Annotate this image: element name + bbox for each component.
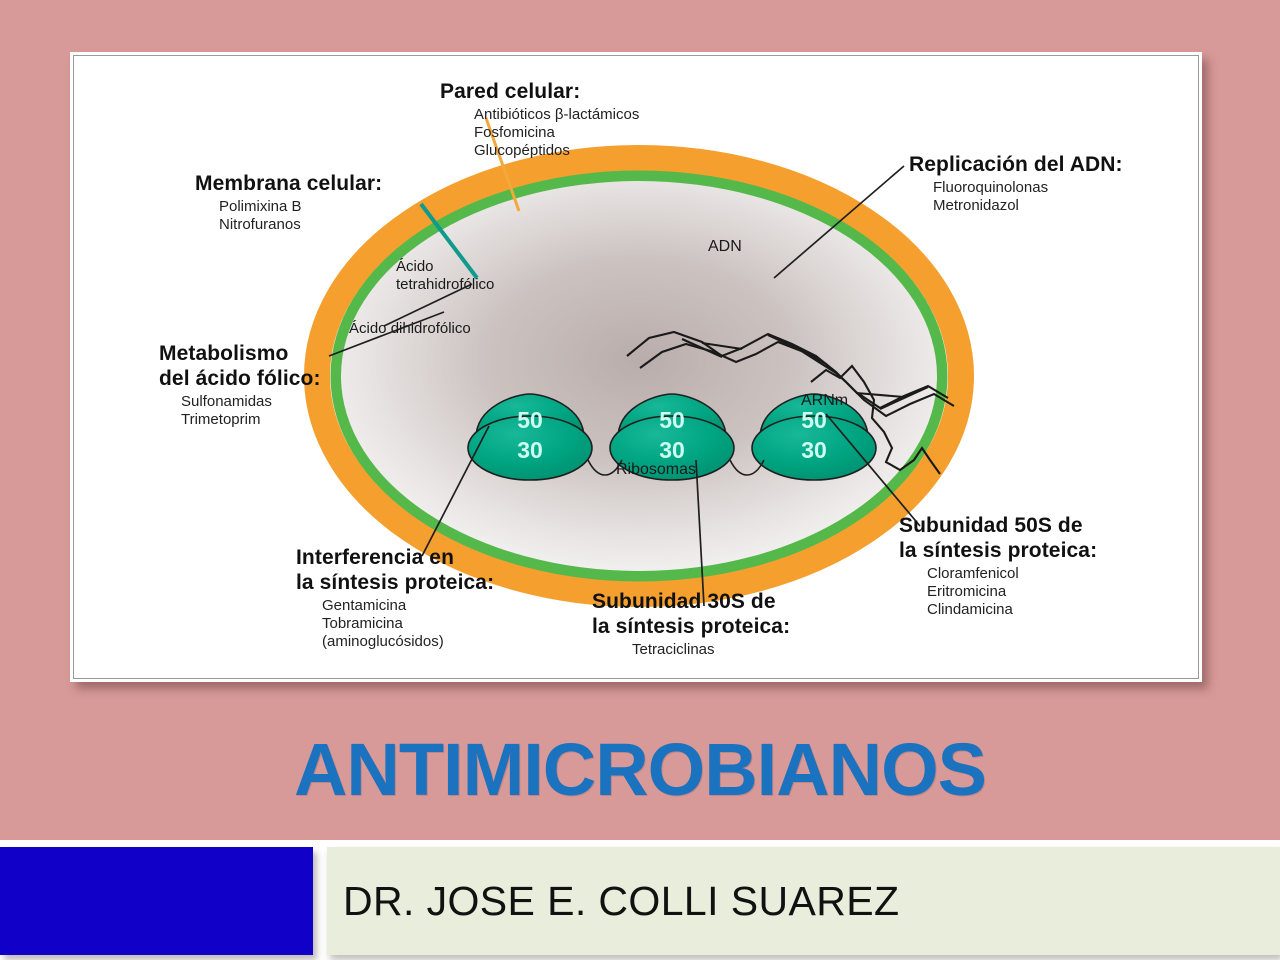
label-arnm: ARNm: [801, 392, 849, 409]
callout-heading: Membrana celular:: [195, 172, 383, 195]
footer-subtitle-box: DR. JOSE E. COLLI SUAREZ: [327, 847, 1280, 955]
cell-wall-ring: [304, 145, 974, 607]
ribosome-labels: 50 30 50 30 50 30: [517, 407, 827, 463]
leader-lines: [419, 117, 521, 280]
leader-dihidrofolico: [383, 283, 473, 327]
mrna-strand: [810, 364, 941, 475]
bacterial-cell-diagram: 50 30 50 30 50 30: [304, 117, 974, 607]
callout-membrana-celular: Membrana celular: Polimixina B Nitrofura…: [195, 171, 382, 234]
callout-items: Polimixina B Nitrofuranos: [219, 198, 302, 233]
callout-items: Antibióticos β-lactámicos Fosfomicina Gl…: [474, 106, 640, 159]
callout-heading-line2: la síntesis proteica:: [592, 615, 791, 638]
label-adn: ADN: [708, 238, 742, 255]
callout-heading-line2: la síntesis proteica:: [899, 539, 1098, 562]
callout-metabolismo-folico: Metabolismo del ácido fólico: Sulfonamid…: [159, 341, 321, 429]
page-title: ANTIMICROBIANOS: [293, 728, 987, 811]
diagram-figure-inner: 50 30 50 30 50 30: [73, 55, 1199, 679]
callout-replicacion-adn: Replicación del ADN: Fluoroquinolonas Me…: [909, 152, 1123, 215]
svg-text:50: 50: [517, 407, 543, 433]
ribosome-small-subunit: [751, 415, 877, 481]
callout-subunidad-50s: Subunidad 50S de la síntesis proteica: C…: [899, 513, 1097, 619]
svg-text:30: 30: [517, 437, 543, 463]
callout-items: Sulfonamidas Trimetoprim: [181, 393, 272, 428]
callout-heading-line2: la síntesis proteica:: [296, 571, 495, 594]
diagram-figure-frame: 50 30 50 30 50 30: [70, 52, 1202, 682]
leader-interferencia: [421, 425, 490, 557]
ribosome-small-subunit: [609, 415, 735, 481]
leader-pared-celular: [484, 117, 521, 212]
footer-accent-block: [0, 847, 313, 955]
svg-text:30: 30: [659, 437, 685, 463]
callout-heading-line1: Subunidad 30S de: [592, 590, 776, 613]
leader-replicacion-adn: [773, 165, 905, 279]
callout-items: Cloramfenicol Eritromicina Clindamicina: [927, 565, 1019, 618]
callout-interferencia-sintesis: Interferencia en la síntesis proteica: G…: [296, 545, 494, 651]
callout-heading-line1: Subunidad 50S de: [899, 514, 1083, 537]
callout-items: Gentamicina Tobramicina (aminoglucósidos…: [322, 597, 444, 650]
callout-items: Fluoroquinolonas Metronidazol: [933, 179, 1049, 214]
svg-text:50: 50: [801, 407, 827, 433]
ribosome-small-subunit: [467, 415, 593, 481]
label-acido-dihidrofolico: Ácido dihidrofólico: [349, 320, 471, 337]
callout-heading-line2: del ácido fólico:: [159, 367, 321, 390]
leader-lines-thin: [328, 165, 921, 607]
callout-heading-line1: Interferencia en: [296, 546, 454, 569]
leader-subunidad-50s: [825, 413, 921, 527]
presenter-name: DR. JOSE E. COLLI SUAREZ: [343, 878, 900, 924]
label-acido-tetrahidrofolico: Ácido tetrahidrofólico: [396, 258, 495, 293]
callout-items: Tetraciclinas: [632, 641, 715, 658]
callout-subunidad-30s: Subunidad 30S de la síntesis proteica: T…: [592, 589, 790, 659]
leader-metabolismo-folico: [328, 311, 445, 357]
callout-heading: Pared celular:: [440, 80, 581, 103]
label-ribosomas: Ribosomas: [616, 461, 697, 478]
leader-membrana-celular: [419, 202, 479, 280]
leader-subunidad-30s: [695, 459, 705, 607]
cytoplasm: [341, 181, 937, 571]
svg-text:30: 30: [801, 437, 827, 463]
cell-membrane-ring: [330, 170, 948, 582]
ribosome-group: [467, 393, 877, 481]
callout-pared-celular: Pared celular: Antibióticos β-lactámicos…: [440, 79, 639, 160]
callout-heading-line1: Metabolismo: [159, 342, 289, 365]
callout-heading: Replicación del ADN:: [909, 153, 1123, 176]
svg-text:50: 50: [659, 407, 685, 433]
dna-strand: [626, 330, 955, 418]
